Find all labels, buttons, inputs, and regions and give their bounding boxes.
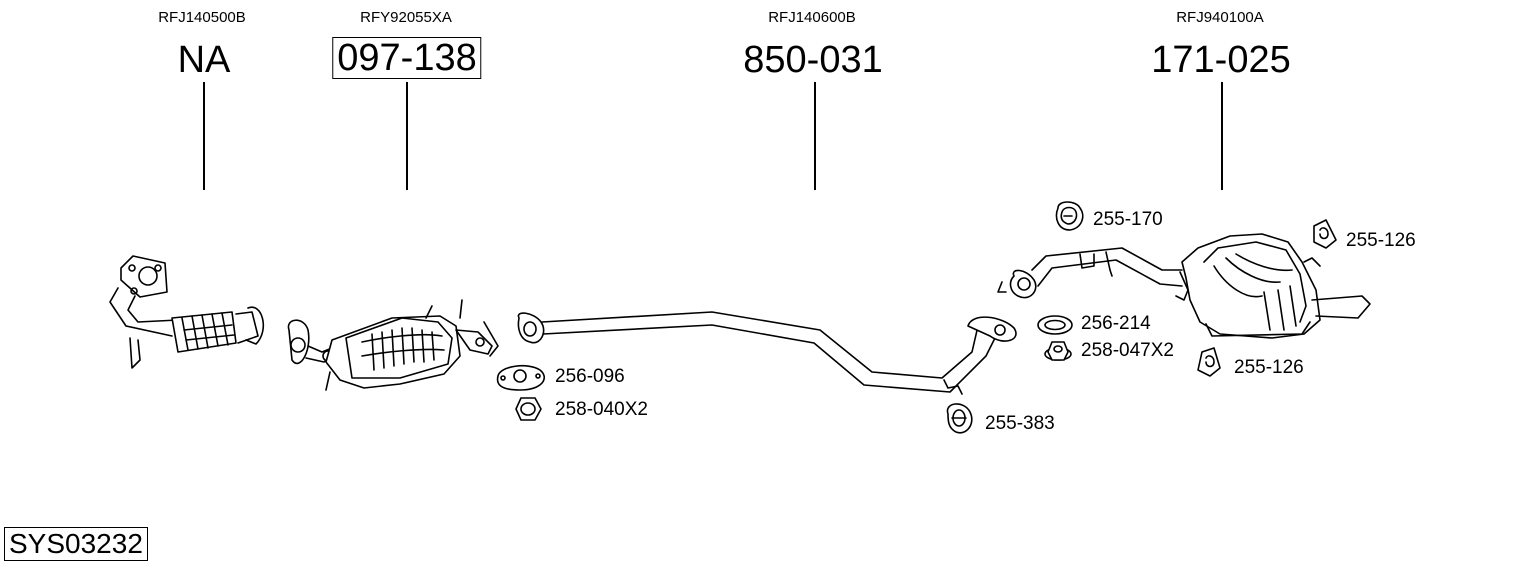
leader-line-catalyst: [406, 82, 408, 190]
accessory-label-258-040x2[interactable]: 258-040X2: [555, 399, 648, 420]
rubber-hanger-icon[interactable]: [1197, 347, 1221, 377]
leader-line-rear-silencer: [1221, 82, 1223, 190]
ring-gasket-icon[interactable]: [1037, 315, 1073, 335]
accessory-label-255-126-upper[interactable]: 255-126: [1346, 230, 1416, 251]
accessory-label-258-047x2[interactable]: 258-047X2: [1081, 340, 1174, 361]
leader-line-front-pipe: [203, 82, 205, 190]
flange-gasket-icon[interactable]: [496, 364, 545, 391]
oem-ref-center-pipe: RFJ140600B: [768, 9, 856, 26]
flange-nut-icon[interactable]: [1044, 341, 1072, 361]
hex-nut-icon[interactable]: [515, 397, 542, 421]
oem-ref-catalyst: RFY92055XA: [360, 9, 452, 26]
leader-line-center-pipe: [814, 82, 816, 190]
catalyst-part[interactable]: [287, 299, 499, 391]
center-pipe-part[interactable]: [517, 311, 1017, 395]
accessory-label-256-214[interactable]: 256-214: [1081, 313, 1151, 334]
accessory-label-256-096[interactable]: 256-096: [555, 366, 625, 387]
system-code: SYS03232: [4, 527, 148, 561]
rubber-ring-hanger-icon[interactable]: [946, 403, 973, 434]
part-number-catalyst[interactable]: 097-138: [332, 37, 482, 79]
accessory-label-255-126-lower[interactable]: 255-126: [1234, 357, 1304, 378]
oem-ref-front-pipe: RFJ140500B: [158, 9, 246, 26]
front-pipe-part[interactable]: [109, 255, 265, 369]
oem-ref-rear-silencer: RFJ940100A: [1176, 9, 1264, 26]
rubber-hanger-icon[interactable]: [1313, 219, 1337, 249]
part-number-front-pipe[interactable]: NA: [177, 39, 231, 81]
rear-silencer-part[interactable]: [997, 233, 1371, 339]
accessory-label-255-383[interactable]: 255-383: [985, 413, 1055, 434]
part-number-rear-silencer[interactable]: 171-025: [1151, 39, 1291, 81]
part-number-center-pipe[interactable]: 850-031: [743, 39, 883, 81]
rubber-hanger-icon[interactable]: [1055, 201, 1084, 231]
accessory-label-255-170[interactable]: 255-170: [1093, 209, 1163, 230]
